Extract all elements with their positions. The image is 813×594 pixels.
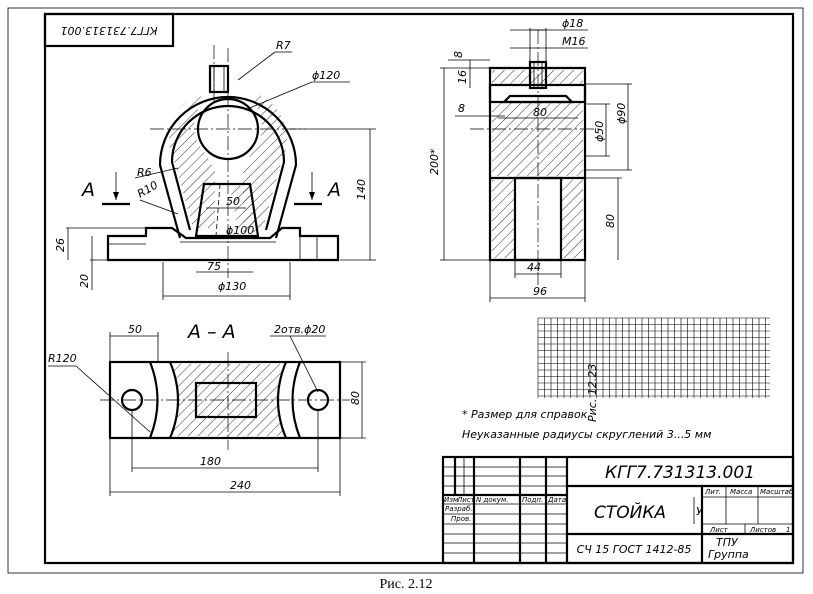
col-doc: N докум. [476,496,508,504]
stamp-lit-value: У [696,505,704,518]
stamp-org: ТПУ [716,536,739,549]
dim-96: 96 [533,285,547,298]
dim-r120: R120 [48,352,77,365]
dim-44: 44 [527,261,541,274]
corner-code-text: КГГ7.731313.001 [60,24,157,37]
front-view: А А R7 ϕ120 R6 R10 50 ϕ100 75 ϕ130 140 2… [54,39,376,300]
figure-caption: Рис. 2.12 [380,577,433,592]
note-radii: Неуказанные радиусы скруглений 3...5 мм [462,428,711,441]
col-sign: Подп. [522,496,543,504]
corner-code-box: КГГ7.731313.001 [43,12,175,48]
grid-label: Рис. 12.23 [586,364,599,422]
section-aa-view: А – А 50 2отв.ϕ20 R120 80 180 240 [48,321,366,496]
dim-200: 200* [428,148,441,175]
dim-80-vert: 80 [604,214,617,228]
dim-240: 240 [230,479,251,492]
stamp-sheets-value: 1 [786,526,790,534]
dim-80-side: 80 [533,106,547,119]
section-label-aa: А – А [186,321,236,343]
dim-d50-side: ϕ50 [593,121,606,142]
title-block: Изм Лист N докум. Подп. Дата Разраб. Про… [441,455,795,565]
dim-2holes: 2отв.ϕ20 [274,323,325,336]
stamp-lit-label: Лит. [704,488,721,496]
dim-d90: ϕ90 [615,103,628,124]
stamp-sheets-label: Листов [749,526,776,534]
stamp-scale-label: Масштаб [760,488,794,496]
col-date: Дата [547,496,566,504]
col-izm: Изм [444,496,459,504]
section-label-a-left: А [80,179,95,201]
dim-r6: R6 [137,166,152,179]
dim-16: 16 [456,70,469,84]
stamp-name: СТОЙКА [594,501,666,523]
dim-d130: ϕ130 [218,280,246,293]
section-label-a-right: А [326,179,341,201]
reference-grid [537,317,770,398]
note-reference-dim: * Размер для справок [462,408,588,421]
dim-d120: ϕ120 [312,69,340,82]
dim-d18: ϕ18 [562,17,583,30]
dim-26: 26 [54,238,67,252]
dim-d100: ϕ100 [226,224,254,237]
stamp-mass-label: Масса [730,488,752,496]
dim-8-top: 8 [452,51,465,58]
dim-180: 180 [200,455,221,468]
dim-20: 20 [78,274,91,288]
row-razrab: Разраб. [445,505,473,513]
stamp-doc-code: КГГ7.731313.001 [605,463,755,483]
dim-75: 75 [207,260,221,273]
dim-r10: R10 [135,179,160,201]
sheet-outer-border [7,7,804,574]
dim-50-plan: 50 [128,323,142,336]
side-view: ϕ18 M16 8 16 8 80 200* ϕ50 ϕ90 80 44 [428,17,632,302]
row-prov: Пров. [451,515,471,523]
dim-50-front: 50 [226,195,240,208]
dim-m16: M16 [562,35,586,48]
sheet-inner-frame [43,12,795,565]
stamp-sheet-label: Лист [709,526,729,534]
dim-140: 140 [355,179,368,200]
dim-r7: R7 [276,39,291,52]
dim-80-plan: 80 [349,391,362,405]
stamp-group: Группа [708,548,749,561]
col-list: Лист [456,496,476,504]
stamp-material: СЧ 15 ГОСТ 1412-85 [577,543,692,556]
dim-8-mid: 8 [458,102,465,115]
